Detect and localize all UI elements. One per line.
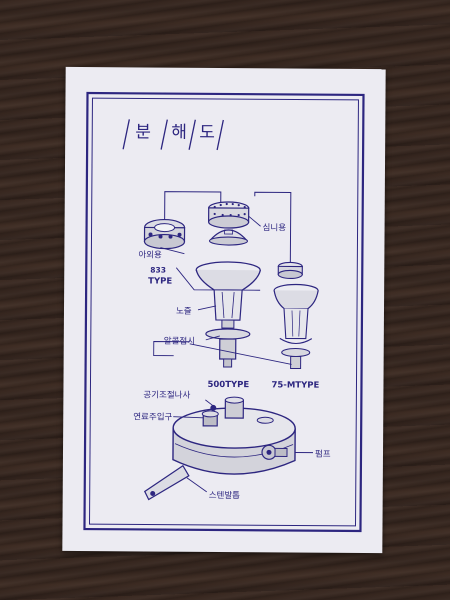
label-nozzle: 노즐 <box>176 307 192 317</box>
title-char-1: 분 <box>135 122 151 142</box>
small-cap-part <box>277 261 303 280</box>
exploded-view-diagram: 분 해 도 <box>83 91 365 533</box>
inner-frame <box>88 97 359 527</box>
title-block: 분 해 도 <box>122 119 224 151</box>
dome-cap-part <box>208 229 249 246</box>
burner-500-type <box>195 261 261 368</box>
label-500-type: 500TYPE <box>207 380 249 390</box>
label-type-833-word: TYPE <box>148 276 172 286</box>
label-top-cap: 심니용 <box>263 222 287 233</box>
outer-frame <box>83 91 365 533</box>
outer-ring-part <box>143 218 186 250</box>
label-alcohol-plate: 알콜접시 <box>164 336 195 347</box>
label-outer-ring: 아외용 <box>138 249 162 260</box>
label-pump: 펌프 <box>315 449 331 460</box>
label-stand: 스텐발톱 <box>209 490 241 501</box>
instruction-sheet: 분 해 도 <box>62 66 386 554</box>
label-air-screw: 공기조절나사 <box>143 390 190 400</box>
label-75m-type: 75-MTYPE <box>271 380 319 390</box>
leader-lines <box>153 215 314 493</box>
burner-75m-type <box>273 283 319 370</box>
title-char-2: 해 <box>171 123 187 143</box>
connector-right <box>254 191 292 263</box>
title-char-3: 도 <box>199 123 215 143</box>
label-fuel-port: 연료주입구 <box>133 412 172 422</box>
stove-tank <box>143 396 296 501</box>
connector-top <box>164 191 222 220</box>
mesh-cap-part <box>208 201 250 229</box>
label-type-833-number: 833 <box>150 265 166 274</box>
